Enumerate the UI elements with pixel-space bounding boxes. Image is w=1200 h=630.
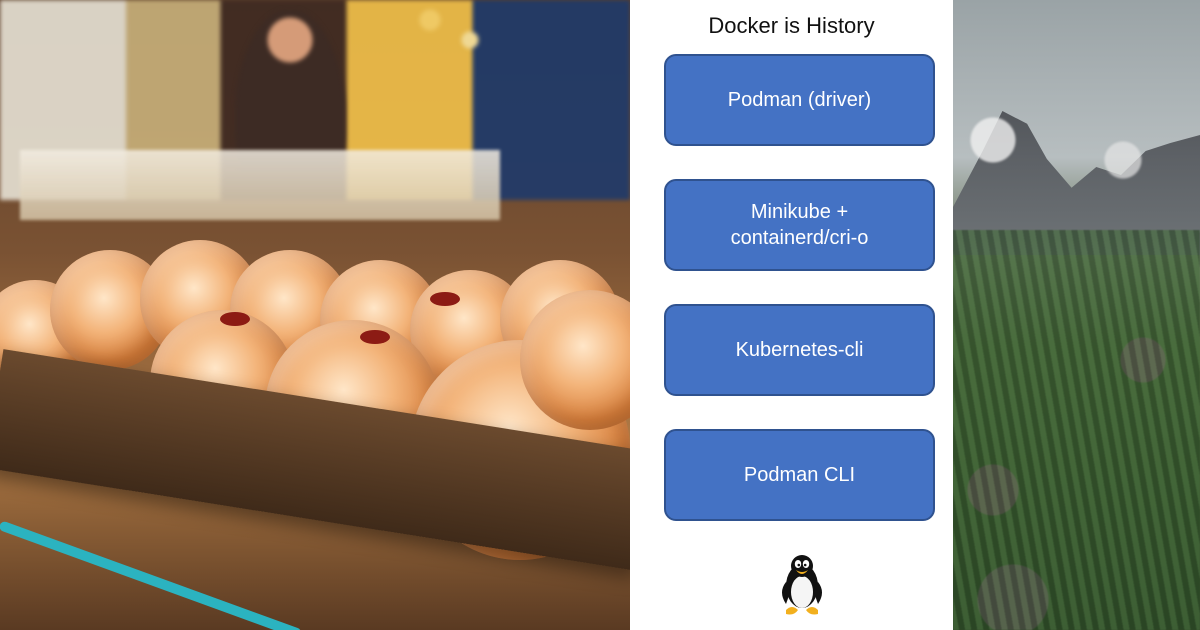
jam-dot [220,312,250,326]
pastry-tray [20,150,500,220]
jam-dot [360,330,390,344]
diagram-panel: Docker is History Podman (driver) Miniku… [630,0,953,630]
meadow-grass-and-heather [953,230,1200,630]
box-minikube-containerd-crio: Minikube + containerd/cri-o [664,179,935,271]
donuts-photo [0,0,630,630]
jam-dot [430,292,460,306]
diagram-title: Docker is History [708,13,875,38]
box-podman-driver: Podman (driver) [664,54,935,146]
blurred-person [235,10,345,170]
box-kubernetes-cli: Kubernetes-cli [664,304,935,396]
linux-tux-penguin-icon [782,555,822,615]
snow-caps [953,110,1200,240]
teal-rope [0,520,303,630]
mountain-meadow-photo [953,0,1200,630]
box-podman-cli: Podman CLI [664,429,935,521]
donut [520,290,630,430]
